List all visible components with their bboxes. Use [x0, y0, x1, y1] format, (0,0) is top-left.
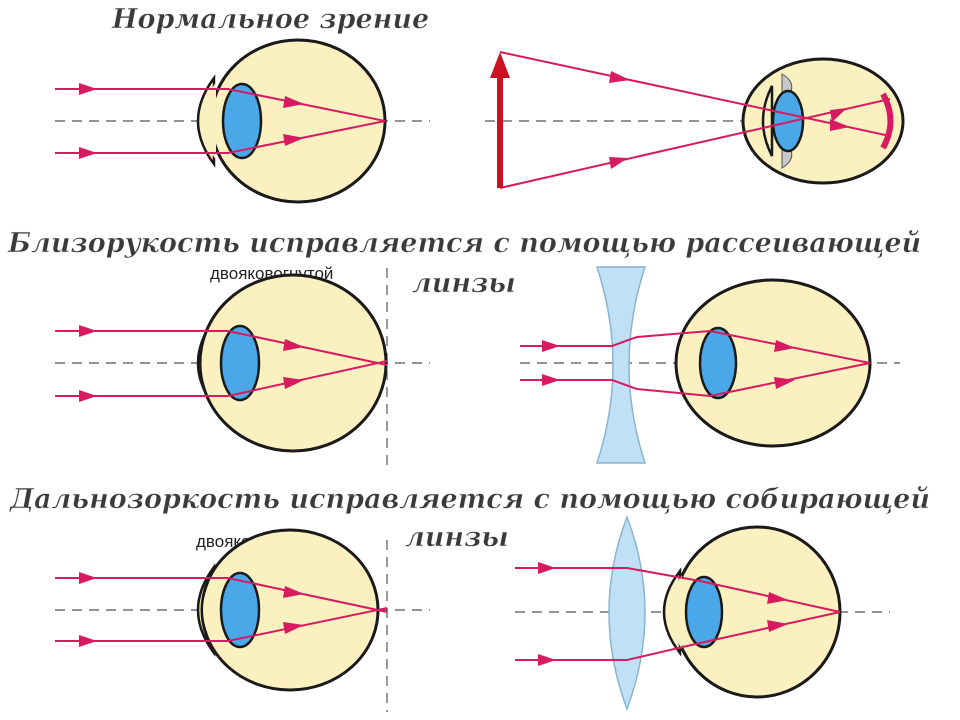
eye-lens [221, 82, 263, 160]
eye-cornea-fill [203, 82, 216, 160]
ray-arrowhead [542, 374, 560, 386]
ray-arrowhead [79, 325, 97, 337]
retina [880, 92, 894, 150]
eye-cornea-fill [203, 324, 216, 402]
ray-arrowhead [283, 622, 304, 634]
ray-arrowhead [79, 635, 97, 647]
light-ray-lower [520, 362, 871, 398]
ray-arrowhead [830, 108, 847, 122]
heading-myopia-continued: линзы [412, 268, 516, 299]
ray-arrowhead [774, 340, 795, 352]
object-arrow-head [490, 52, 510, 78]
panel-hyperopia-eye [55, 528, 430, 712]
ray-arrowhead [609, 157, 628, 169]
ray-arrowhead [609, 71, 630, 83]
eyeball [198, 273, 388, 453]
light-ray-from-top [499, 51, 891, 137]
ray-arrowhead [79, 147, 97, 159]
light-ray-upper [55, 88, 386, 122]
eye-cornea-fill [685, 328, 698, 398]
eye-lens [684, 575, 724, 649]
ray-arrowhead [79, 572, 97, 584]
ray-arrowhead [283, 586, 304, 598]
heading-hyperopia-continued: линзы [405, 522, 509, 553]
panel-normal-eye [55, 38, 430, 204]
light-ray-upper [55, 330, 388, 366]
eye-cornea-fill [669, 575, 682, 649]
eye-cornea [761, 85, 774, 157]
converging-lens [608, 514, 646, 712]
eye-lens [219, 571, 261, 649]
eye-cornea-fill [203, 571, 216, 649]
ray-arrowhead [283, 339, 304, 351]
eye-lens [698, 326, 738, 400]
light-ray-lower [55, 120, 386, 154]
light-ray-from-bottom [499, 98, 891, 189]
light-ray-upper [520, 329, 871, 364]
light-ray-lower [55, 360, 388, 397]
diverging-lens [595, 266, 647, 464]
eye-lens [771, 89, 805, 153]
ray-arrowhead [283, 377, 304, 389]
light-ray-upper [55, 577, 388, 613]
ray-arrowhead [283, 134, 304, 146]
ray-arrowhead [79, 390, 97, 402]
ray-arrowhead [283, 96, 304, 108]
ray-arrowhead [79, 83, 97, 95]
ray-arrowhead [830, 119, 850, 131]
heading-myopia: Близорукость исправляется с помощью расс… [7, 228, 921, 259]
heading-hyperopia: Дальнозоркость исправляется с помощью со… [8, 484, 930, 515]
panel-myopia-corrected [520, 266, 900, 464]
ray-arrowhead [774, 377, 795, 389]
panel-hyperopia-corrected [515, 514, 890, 712]
heading-normal-vision: Нормальное зрение [111, 4, 429, 35]
ray-arrowhead [542, 340, 560, 352]
ray-arrowhead [767, 592, 788, 604]
eye-lens [219, 324, 261, 402]
ray-arrowhead [538, 562, 556, 574]
light-ray-lower [55, 607, 388, 642]
panel-image-formation [485, 51, 905, 189]
panel-myopia-eye [55, 268, 430, 470]
ray-arrowhead [538, 654, 556, 666]
ray-arrowhead [767, 620, 788, 632]
